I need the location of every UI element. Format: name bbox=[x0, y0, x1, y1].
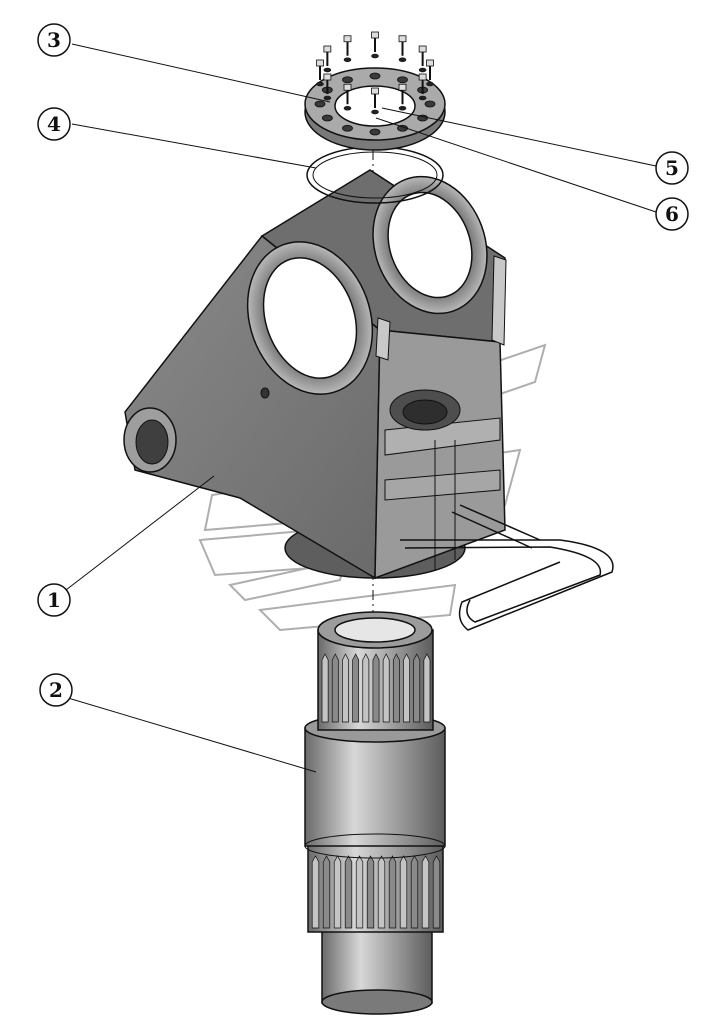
bolt bbox=[316, 59, 324, 87]
spline-tooth bbox=[372, 653, 380, 723]
callout-5-label: 5 bbox=[665, 156, 679, 180]
flange-hole bbox=[369, 128, 381, 136]
bolt bbox=[343, 35, 352, 63]
spline-tooth bbox=[413, 653, 421, 723]
spline-tooth bbox=[388, 855, 397, 929]
spline-tooth bbox=[423, 653, 431, 723]
flange-hole bbox=[342, 124, 353, 132]
upper-spline-teeth bbox=[321, 653, 431, 723]
bolt bbox=[426, 59, 434, 87]
spline-tooth bbox=[410, 855, 419, 929]
bolt bbox=[398, 35, 407, 63]
washer bbox=[371, 53, 379, 59]
flange-hole bbox=[397, 76, 408, 84]
callout-4-label: 4 bbox=[47, 112, 61, 136]
spline-tooth bbox=[362, 653, 370, 723]
spline-tooth bbox=[322, 855, 331, 929]
callout-1-label: 1 bbox=[47, 588, 61, 612]
callout-5: 5 bbox=[655, 151, 689, 185]
washer bbox=[426, 81, 434, 87]
bolt bbox=[371, 87, 379, 115]
bolt bbox=[323, 45, 332, 73]
washer bbox=[398, 105, 407, 111]
washer bbox=[343, 57, 352, 63]
spline-tooth bbox=[382, 653, 390, 723]
spline-tooth bbox=[421, 855, 430, 929]
lifting-handle bbox=[400, 504, 614, 631]
callout-1: 1 bbox=[37, 583, 71, 617]
bolt bbox=[398, 83, 407, 111]
leader-lines bbox=[65, 43, 657, 773]
washer bbox=[418, 67, 427, 73]
spline-tooth bbox=[333, 855, 342, 929]
washer bbox=[371, 109, 379, 115]
washer bbox=[418, 95, 427, 101]
spline-tooth bbox=[311, 855, 320, 929]
bolt bbox=[418, 73, 427, 101]
callout-3-label: 3 bbox=[47, 28, 61, 52]
washer bbox=[323, 67, 332, 73]
spline-tooth bbox=[355, 855, 364, 929]
spline-tooth bbox=[331, 653, 339, 723]
callout-6-label: 6 bbox=[665, 202, 679, 226]
bracket-housing bbox=[123, 169, 507, 580]
washer bbox=[343, 105, 352, 111]
callout-2-label: 2 bbox=[49, 678, 63, 702]
washer bbox=[323, 95, 332, 101]
bolt bbox=[418, 45, 427, 73]
spline-tooth bbox=[352, 653, 360, 723]
spline-tooth bbox=[392, 653, 400, 723]
spline-tooth bbox=[403, 653, 410, 723]
washer bbox=[316, 81, 324, 87]
spline-tooth bbox=[344, 855, 353, 929]
callout-4: 4 bbox=[37, 107, 71, 141]
spline-tooth bbox=[321, 653, 329, 723]
flange-hole bbox=[342, 76, 353, 84]
callout-2: 2 bbox=[39, 673, 73, 707]
flange-bolt-holes bbox=[314, 72, 436, 136]
washer bbox=[398, 57, 407, 63]
splined-shaft bbox=[304, 611, 446, 1015]
callout-3: 3 bbox=[37, 23, 71, 57]
bolt bbox=[323, 73, 332, 101]
flange-hole bbox=[424, 100, 436, 108]
bolt bbox=[371, 31, 379, 59]
bolt bbox=[343, 83, 352, 111]
flange-hole bbox=[369, 72, 381, 80]
flange-hole bbox=[321, 114, 333, 122]
bolt-set bbox=[316, 31, 434, 115]
flange-hole bbox=[314, 100, 326, 108]
spline-tooth bbox=[399, 855, 408, 929]
lower-spline-teeth bbox=[311, 855, 441, 929]
spline-tooth bbox=[342, 653, 349, 723]
callout-6: 6 bbox=[655, 197, 689, 231]
spline-tooth bbox=[366, 855, 375, 929]
spline-tooth bbox=[377, 855, 386, 929]
spline-tooth bbox=[432, 855, 441, 929]
